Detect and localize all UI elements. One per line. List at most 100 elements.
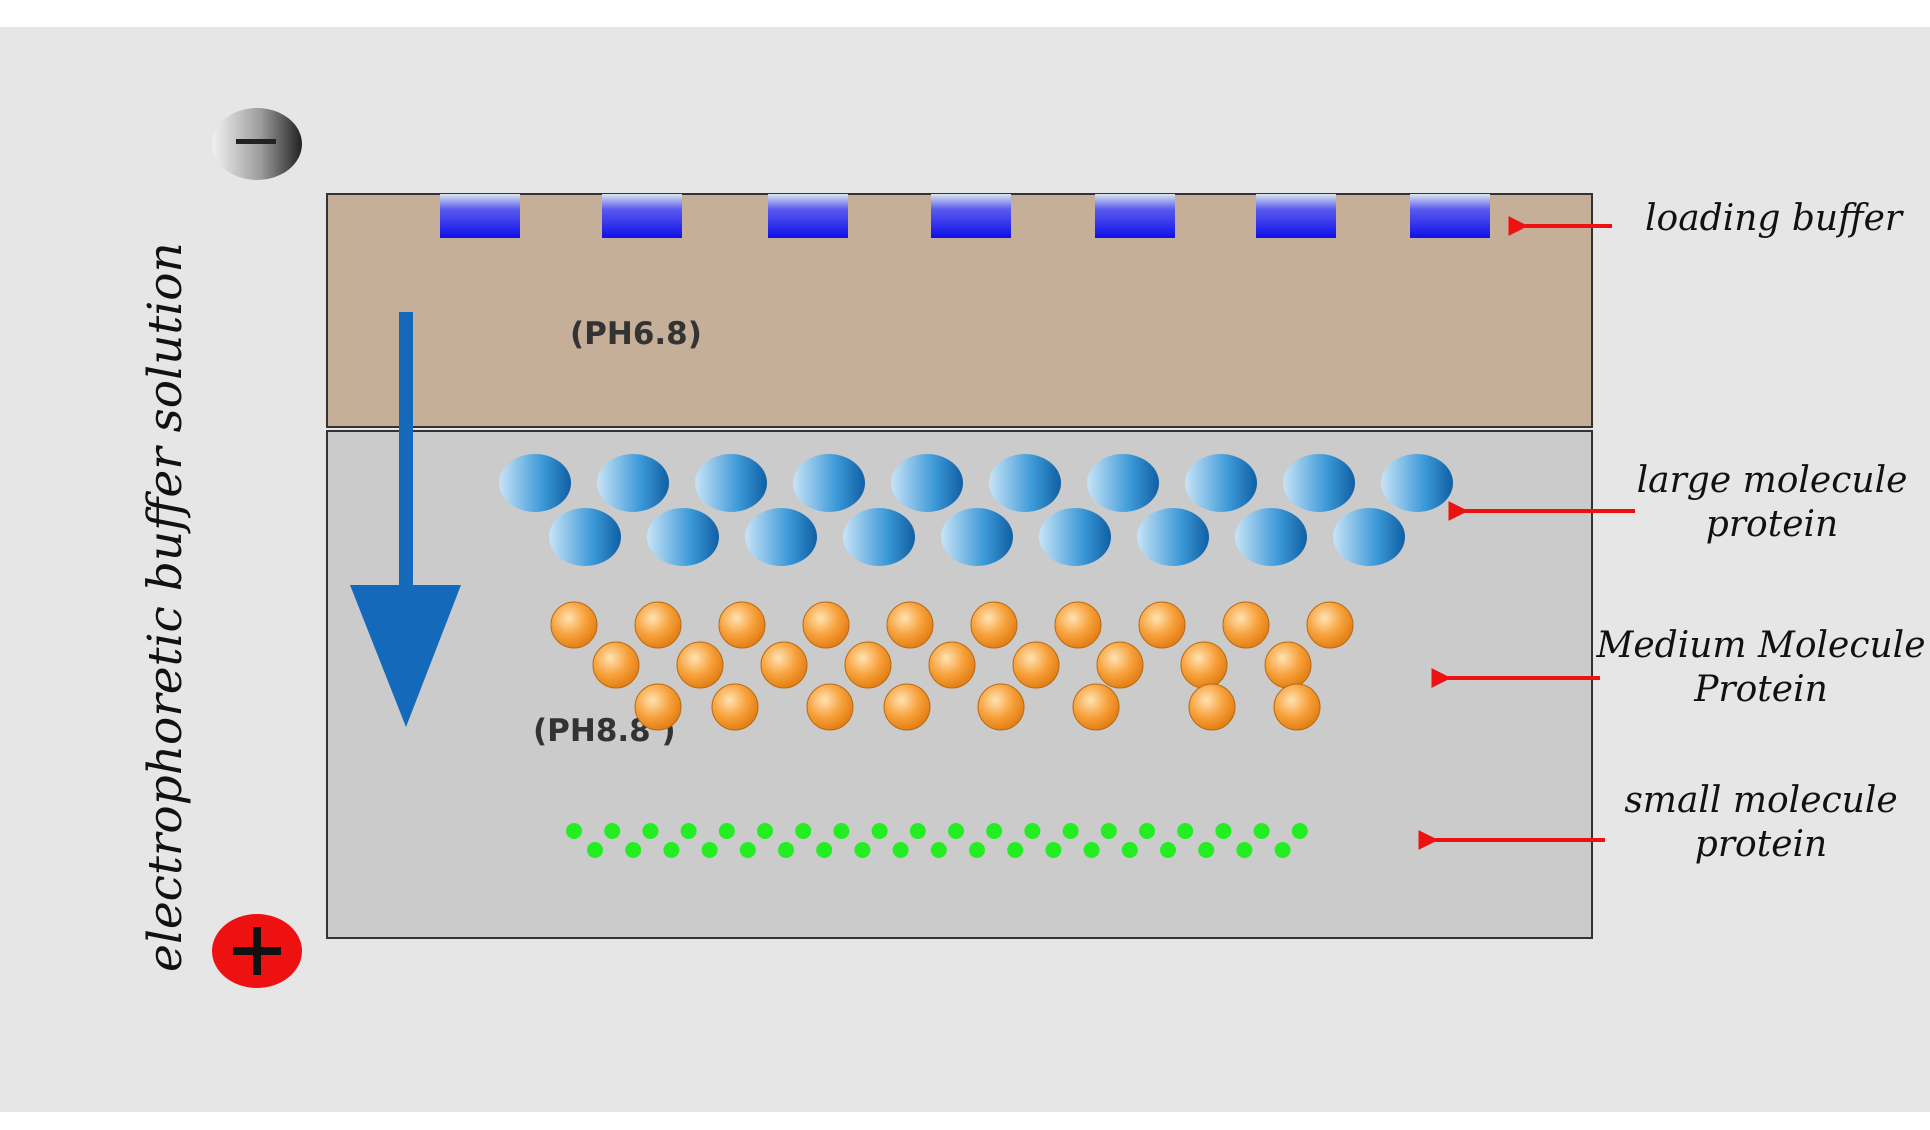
large-protein-particle: [941, 508, 1013, 566]
large-protein-particle: [1235, 508, 1307, 566]
small-protein-particle: [1121, 842, 1138, 858]
diagram-canvas: electrophoretic buffer solution (PH6.8) …: [138, 108, 1926, 988]
sample-well: [602, 194, 682, 238]
small-protein-particle: [1139, 823, 1155, 839]
large-protein-particle: [843, 508, 915, 566]
small-protein-particle: [986, 823, 1003, 839]
medium-protein-particle: [592, 641, 640, 689]
small-protein-particle: [1160, 842, 1176, 858]
large-protein-band: [499, 454, 1453, 566]
medium-protein-particle: [1264, 641, 1312, 689]
small-protein-particle: [871, 823, 888, 839]
small-protein-particle: [680, 823, 697, 839]
medium-protein-particle: [1180, 641, 1228, 689]
large-protein-particle: [1333, 508, 1405, 566]
medium-protein-particle: [1054, 601, 1102, 649]
medium-protein-particle: [886, 601, 934, 649]
small-protein-particle: [1198, 842, 1215, 858]
small-protein-particle: [1274, 842, 1291, 858]
electrophoresis-diagram: electrophoretic buffer solution (PH6.8) …: [0, 27, 1930, 1112]
small-protein-particle: [1007, 842, 1024, 858]
large-protein-particle: [1087, 454, 1159, 512]
large-protein-particle: [1185, 454, 1257, 512]
small-protein-particle: [1100, 823, 1117, 839]
medium-protein-particle: [711, 683, 759, 731]
medium-protein-particle: [883, 683, 931, 731]
small-protein-particle: [795, 823, 812, 839]
medium-protein-particle: [676, 641, 724, 689]
small-protein-particle: [757, 823, 773, 839]
medium-protein-particle: [634, 601, 682, 649]
small-protein-particle: [701, 842, 718, 858]
small-protein-particle: [909, 823, 926, 839]
large-protein-particle: [1039, 508, 1111, 566]
small-protein-particle: [1045, 842, 1062, 858]
large-protein-particle: [793, 454, 865, 512]
medium-protein-band: [550, 601, 1354, 731]
small-protein-particle: [854, 842, 871, 858]
sample-well: [1256, 194, 1336, 238]
large-protein-particle: [891, 454, 963, 512]
sample-well: [440, 194, 520, 238]
large-protein-particle: [597, 454, 669, 512]
large-protein-particle: [1381, 454, 1453, 512]
sample-well: [1095, 194, 1175, 238]
small-protein-particle: [718, 823, 735, 839]
small-protein-particle: [1253, 823, 1270, 839]
medium-protein-particle: [1072, 683, 1120, 731]
medium-protein-particle: [1222, 601, 1270, 649]
medium-protein-particle: [634, 683, 682, 731]
small-protein-label-line2: protein: [1695, 824, 1827, 865]
small-protein-particle: [625, 842, 642, 858]
large-protein-particle: [745, 508, 817, 566]
small-protein-particle: [969, 842, 985, 858]
large-protein-particle: [549, 508, 621, 566]
small-protein-particle: [892, 842, 909, 858]
medium-protein-label-line1: Medium Molecule: [1595, 625, 1925, 666]
small-protein-particle: [566, 823, 582, 839]
migration-arrow-icon: [350, 312, 461, 727]
small-protein-band: [566, 823, 1308, 858]
minus-electrode-icon: [212, 108, 302, 180]
small-protein-particle: [604, 823, 621, 839]
medium-protein-particle: [1188, 683, 1236, 731]
stacking-ph-label: (PH6.8): [570, 316, 702, 352]
sample-well: [768, 194, 848, 238]
small-protein-particle: [642, 823, 659, 839]
small-protein-particle: [587, 842, 603, 858]
medium-protein-particle: [806, 683, 854, 731]
medium-protein-particle: [928, 641, 976, 689]
small-protein-label-line1: small molecule: [1624, 780, 1897, 821]
small-protein-particle: [1291, 823, 1308, 839]
sample-wells: [440, 194, 1490, 238]
small-protein-particle: [930, 842, 947, 858]
small-protein-particle: [833, 823, 850, 839]
medium-protein-particle: [970, 601, 1018, 649]
medium-protein-particle: [718, 601, 766, 649]
medium-protein-particle: [1306, 601, 1354, 649]
medium-protein-particle: [1012, 641, 1060, 689]
small-protein-particle: [1215, 823, 1232, 839]
large-protein-particle: [989, 454, 1061, 512]
small-protein-particle: [1024, 823, 1041, 839]
small-protein-particle: [948, 823, 964, 839]
large-protein-particle: [695, 454, 767, 512]
large-protein-label-line1: large molecule: [1637, 460, 1908, 501]
medium-protein-particle: [844, 641, 892, 689]
medium-protein-particle: [1273, 683, 1321, 731]
large-protein-particle: [1137, 508, 1209, 566]
medium-protein-particle: [802, 601, 850, 649]
sample-well: [931, 194, 1011, 238]
plus-electrode-icon: [212, 914, 302, 988]
medium-protein-particle: [977, 683, 1025, 731]
side-label: electrophoretic buffer solution: [138, 242, 193, 972]
large-protein-particle: [647, 508, 719, 566]
small-protein-particle: [1083, 842, 1100, 858]
small-protein-particle: [1236, 842, 1253, 858]
small-protein-particle: [778, 842, 794, 858]
large-protein-particle: [1283, 454, 1355, 512]
loading-buffer-label: loading buffer: [1645, 198, 1904, 239]
small-protein-particle: [739, 842, 756, 858]
medium-protein-label-line2: Protein: [1693, 669, 1828, 710]
medium-protein-particle: [1096, 641, 1144, 689]
